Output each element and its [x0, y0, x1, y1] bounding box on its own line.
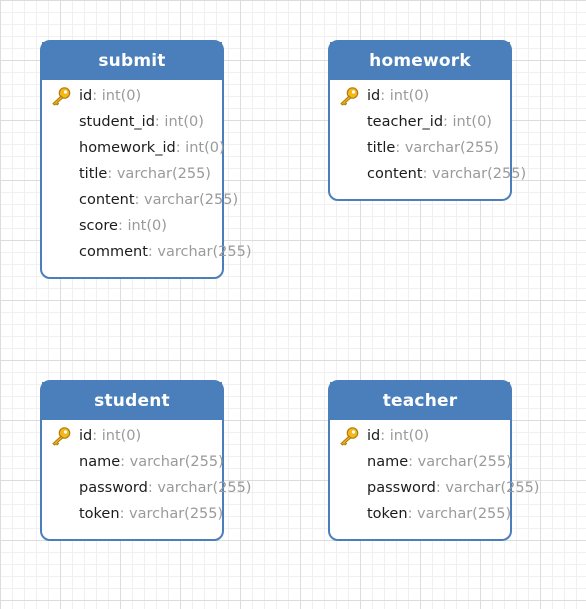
table-title: homework [330, 42, 510, 80]
key-icon [340, 87, 359, 106]
field-type: : varchar(255) [120, 454, 224, 470]
field-row[interactable]: title: varchar(255) [42, 161, 222, 187]
field-name: comment [79, 244, 148, 260]
field-row[interactable]: name: varchar(255) [42, 449, 224, 475]
field-name: token [367, 506, 408, 522]
field-list: id: int(0) name: varchar(255) password: … [330, 420, 539, 535]
key-icon [340, 427, 359, 446]
field-row[interactable]: content: varchar(255) [42, 187, 238, 213]
field-type: : int(0) [380, 428, 430, 444]
field-type: : varchar(255) [435, 480, 540, 496]
field-row[interactable]: id: int(0) [42, 423, 222, 449]
field-type: : varchar(255) [134, 192, 239, 208]
field-name: title [79, 166, 108, 182]
field-name: token [79, 506, 120, 522]
field-name: content [367, 166, 423, 182]
field-row[interactable]: password: varchar(255) [42, 475, 251, 501]
table-homework[interactable]: homework id: int(0) teacher_id: int(0) t… [328, 40, 526, 201]
field-row[interactable]: score: int(0) [42, 213, 222, 239]
table-title: student [42, 382, 222, 420]
field-row[interactable]: id: int(0) [42, 83, 222, 109]
field-type: : int(0) [92, 428, 142, 444]
field-name: homework_id [79, 140, 176, 156]
field-name: password [79, 480, 148, 496]
key-icon [52, 87, 71, 106]
key-icon [52, 427, 71, 446]
field-name: title [367, 140, 396, 156]
field-row[interactable]: comment: varchar(255) [42, 239, 252, 265]
field-name: name [367, 454, 409, 470]
field-name: content [79, 192, 135, 208]
field-type: : varchar(255) [408, 454, 512, 470]
table-title: teacher [330, 382, 510, 420]
field-type: : int(0) [154, 114, 204, 130]
field-list: id: int(0) name: varchar(255) password: … [42, 420, 251, 535]
field-type: : int(0) [175, 140, 225, 156]
field-name: student_id [79, 114, 155, 130]
field-row[interactable]: name: varchar(255) [330, 449, 512, 475]
field-name: teacher_id [367, 114, 444, 130]
field-row[interactable]: content: varchar(255) [330, 161, 526, 187]
field-name: score [79, 218, 118, 234]
field-name: id [367, 88, 381, 104]
table-student[interactable]: student id: int(0) name: varchar(255) pa… [40, 380, 251, 541]
field-type: : int(0) [117, 218, 167, 234]
field-list: id: int(0) teacher_id: int(0) title: var… [330, 80, 526, 195]
field-row[interactable]: homework_id: int(0) [42, 135, 225, 161]
field-type: : varchar(255) [147, 244, 252, 260]
table-teacher[interactable]: teacher id: int(0) name: varchar(255) pa… [328, 380, 539, 541]
field-name: id [79, 428, 93, 444]
field-name: name [79, 454, 121, 470]
field-type: : varchar(255) [107, 166, 211, 182]
field-name: password [367, 480, 436, 496]
table-submit[interactable]: submit id: int(0) student_id: int(0) hom… [40, 40, 252, 279]
field-type: : int(0) [380, 88, 430, 104]
field-type: : varchar(255) [119, 506, 224, 522]
field-row[interactable]: id: int(0) [330, 423, 510, 449]
field-type: : int(0) [443, 114, 492, 130]
field-type: : varchar(255) [395, 140, 499, 156]
field-name: id [79, 88, 93, 104]
table-title: submit [42, 42, 222, 80]
field-type: : varchar(255) [407, 506, 512, 522]
field-name: id [367, 428, 381, 444]
field-row[interactable]: token: varchar(255) [330, 501, 512, 527]
field-type: : varchar(255) [422, 166, 527, 182]
field-row[interactable]: title: varchar(255) [330, 135, 510, 161]
field-list: id: int(0) student_id: int(0) homework_i… [42, 80, 252, 273]
field-row[interactable]: teacher_id: int(0) [330, 109, 510, 135]
field-row[interactable]: id: int(0) [330, 83, 510, 109]
field-row[interactable]: student_id: int(0) [42, 109, 222, 135]
field-row[interactable]: token: varchar(255) [42, 501, 224, 527]
field-type: : varchar(255) [147, 480, 252, 496]
field-type: : int(0) [92, 88, 142, 104]
field-row[interactable]: password: varchar(255) [330, 475, 539, 501]
